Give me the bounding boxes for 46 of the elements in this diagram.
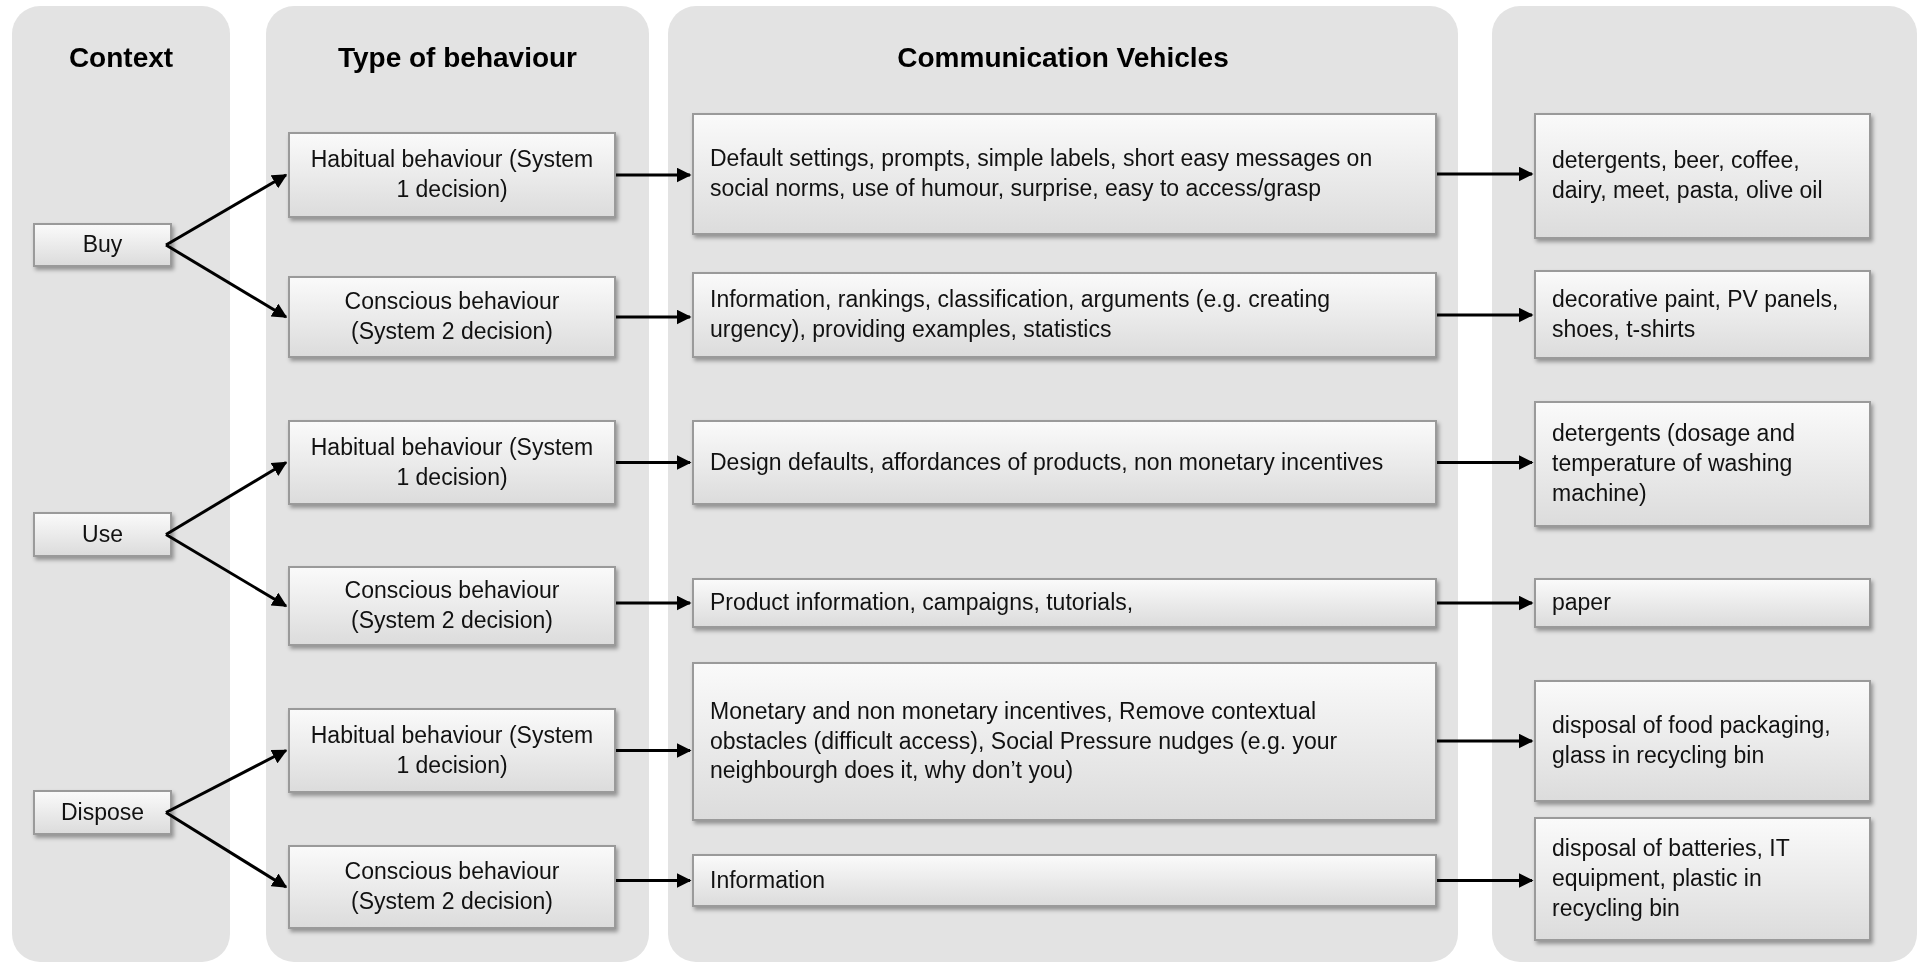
arrow — [616, 595, 692, 611]
arrow — [616, 309, 692, 325]
behaviour-box: Habitual behaviour (System 1 decision) — [288, 420, 616, 505]
arrow — [1437, 455, 1534, 470]
column-panel — [668, 6, 1458, 962]
arrow — [165, 243, 288, 319]
arrow — [165, 173, 288, 247]
text-box: Design defaults, affordances of products, non monetary incentives — [692, 420, 1437, 505]
text-box: decorative paint, PV panels, shoes, t-shirts — [1534, 270, 1871, 359]
arrow — [1437, 595, 1534, 611]
text-box: Product information, campaigns, tutorials, — [692, 578, 1437, 628]
arrow — [1437, 307, 1534, 323]
arrow — [1437, 733, 1534, 749]
column-panel — [266, 6, 649, 962]
arrow — [1437, 873, 1534, 888]
text-box: detergents (dosage and temperature of washing machine) — [1534, 401, 1871, 527]
behaviour-box: Conscious behaviour (System 2 decision) — [288, 276, 616, 358]
arrow — [1437, 166, 1534, 182]
behaviour-box: Conscious behaviour (System 2 decision) — [288, 566, 616, 646]
text-box: Information — [692, 854, 1437, 907]
text-box: paper — [1534, 578, 1871, 628]
arrow — [616, 743, 692, 758]
behaviour-box: Habitual behaviour (System 1 decision) — [288, 132, 616, 218]
arrow — [616, 873, 692, 888]
behaviour-box: Use — [33, 512, 172, 557]
text-box: Information, rankings, classification, arguments (e.g. creating urgency), providing examples, statistics — [692, 272, 1437, 358]
arrow — [616, 167, 692, 183]
text-box: disposal of batteries, IT equipment, plastic in recycling bin — [1534, 817, 1871, 941]
behaviour-box: Habitual behaviour (System 1 decision) — [288, 708, 616, 793]
column-heading: Context — [67, 41, 175, 75]
text-box: detergents, beer, coffee, dairy, meet, pasta, olive oil — [1534, 113, 1871, 239]
arrow — [165, 749, 288, 814]
column-heading: Type of behaviour — [336, 41, 579, 75]
text-box: Default settings, prompts, simple labels, short easy messages on social norms, use of humour, surprise, easy to access/grasp — [692, 113, 1437, 235]
column-panel — [1492, 6, 1917, 962]
behaviour-box: Dispose — [33, 790, 172, 835]
behaviour-box: Buy — [33, 223, 172, 267]
text-box: Monetary and non monetary incentives, Remove contextual obstacles (difficult access), Social Pressure nudges (e.g. your neighbourgh does it, why don’t you) — [692, 662, 1437, 821]
behaviour-box: Conscious behaviour (System 2 decision) — [288, 845, 616, 929]
column-heading: Communication Vehicles — [896, 41, 1230, 75]
arrow — [616, 455, 692, 470]
text-box: disposal of food packaging, glass in recycling bin — [1534, 680, 1871, 802]
arrow — [165, 811, 288, 889]
column-panel — [12, 6, 230, 962]
arrow — [165, 461, 288, 536]
arrow — [165, 533, 288, 608]
